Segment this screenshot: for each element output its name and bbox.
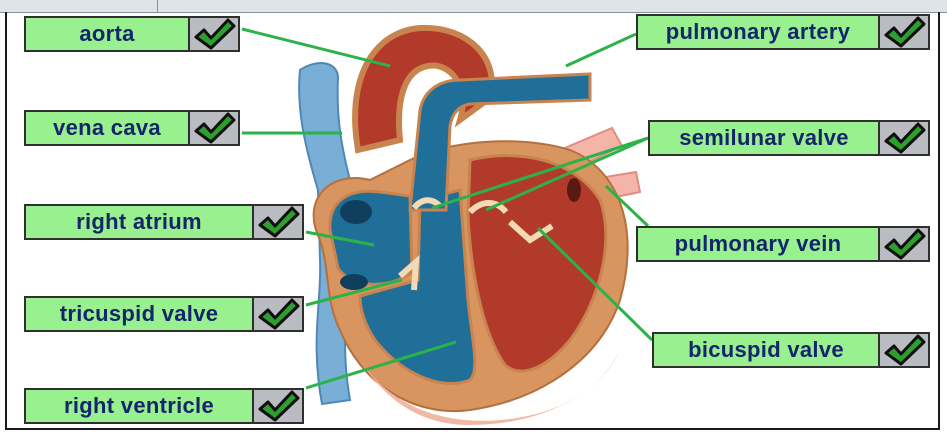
label-aorta: aorta [24, 16, 240, 52]
label-aorta-text: aorta [24, 16, 188, 52]
checkmark-icon [878, 14, 930, 50]
vein-opening-1 [340, 200, 372, 224]
label-semilunar-valve-text: semilunar valve [648, 120, 878, 156]
label-tricuspid-valve: tricuspid valve [24, 296, 304, 332]
checkmark-icon [252, 204, 304, 240]
label-pulmonary-artery: pulmonary artery [636, 14, 930, 50]
label-pulmonary-artery-text: pulmonary artery [636, 14, 878, 50]
leader-aorta [242, 29, 390, 66]
checkmark-icon [878, 120, 930, 156]
label-right-atrium: right atrium [24, 204, 304, 240]
label-bicuspid-valve: bicuspid valve [652, 332, 930, 368]
label-right-ventricle-text: right ventricle [24, 388, 252, 424]
checkmark-icon [188, 110, 240, 146]
label-tricuspid-valve-text: tricuspid valve [24, 296, 252, 332]
checkmark-icon [252, 388, 304, 424]
label-vena-cava-text: vena cava [24, 110, 188, 146]
label-right-ventricle: right ventricle [24, 388, 304, 424]
label-right-atrium-text: right atrium [24, 204, 252, 240]
checkmark-icon [188, 16, 240, 52]
label-bicuspid-valve-text: bicuspid valve [652, 332, 878, 368]
label-semilunar-valve: semilunar valve [648, 120, 930, 156]
label-pulmonary-vein: pulmonary vein [636, 226, 930, 262]
checkmark-icon [878, 332, 930, 368]
vein-opening-3 [567, 178, 581, 202]
checkmark-icon [878, 226, 930, 262]
vein-opening-2 [340, 274, 368, 290]
label-pulmonary-vein-text: pulmonary vein [636, 226, 878, 262]
label-vena-cava: vena cava [24, 110, 240, 146]
leader-pulmonary-artery [566, 34, 636, 66]
checkmark-icon [252, 296, 304, 332]
